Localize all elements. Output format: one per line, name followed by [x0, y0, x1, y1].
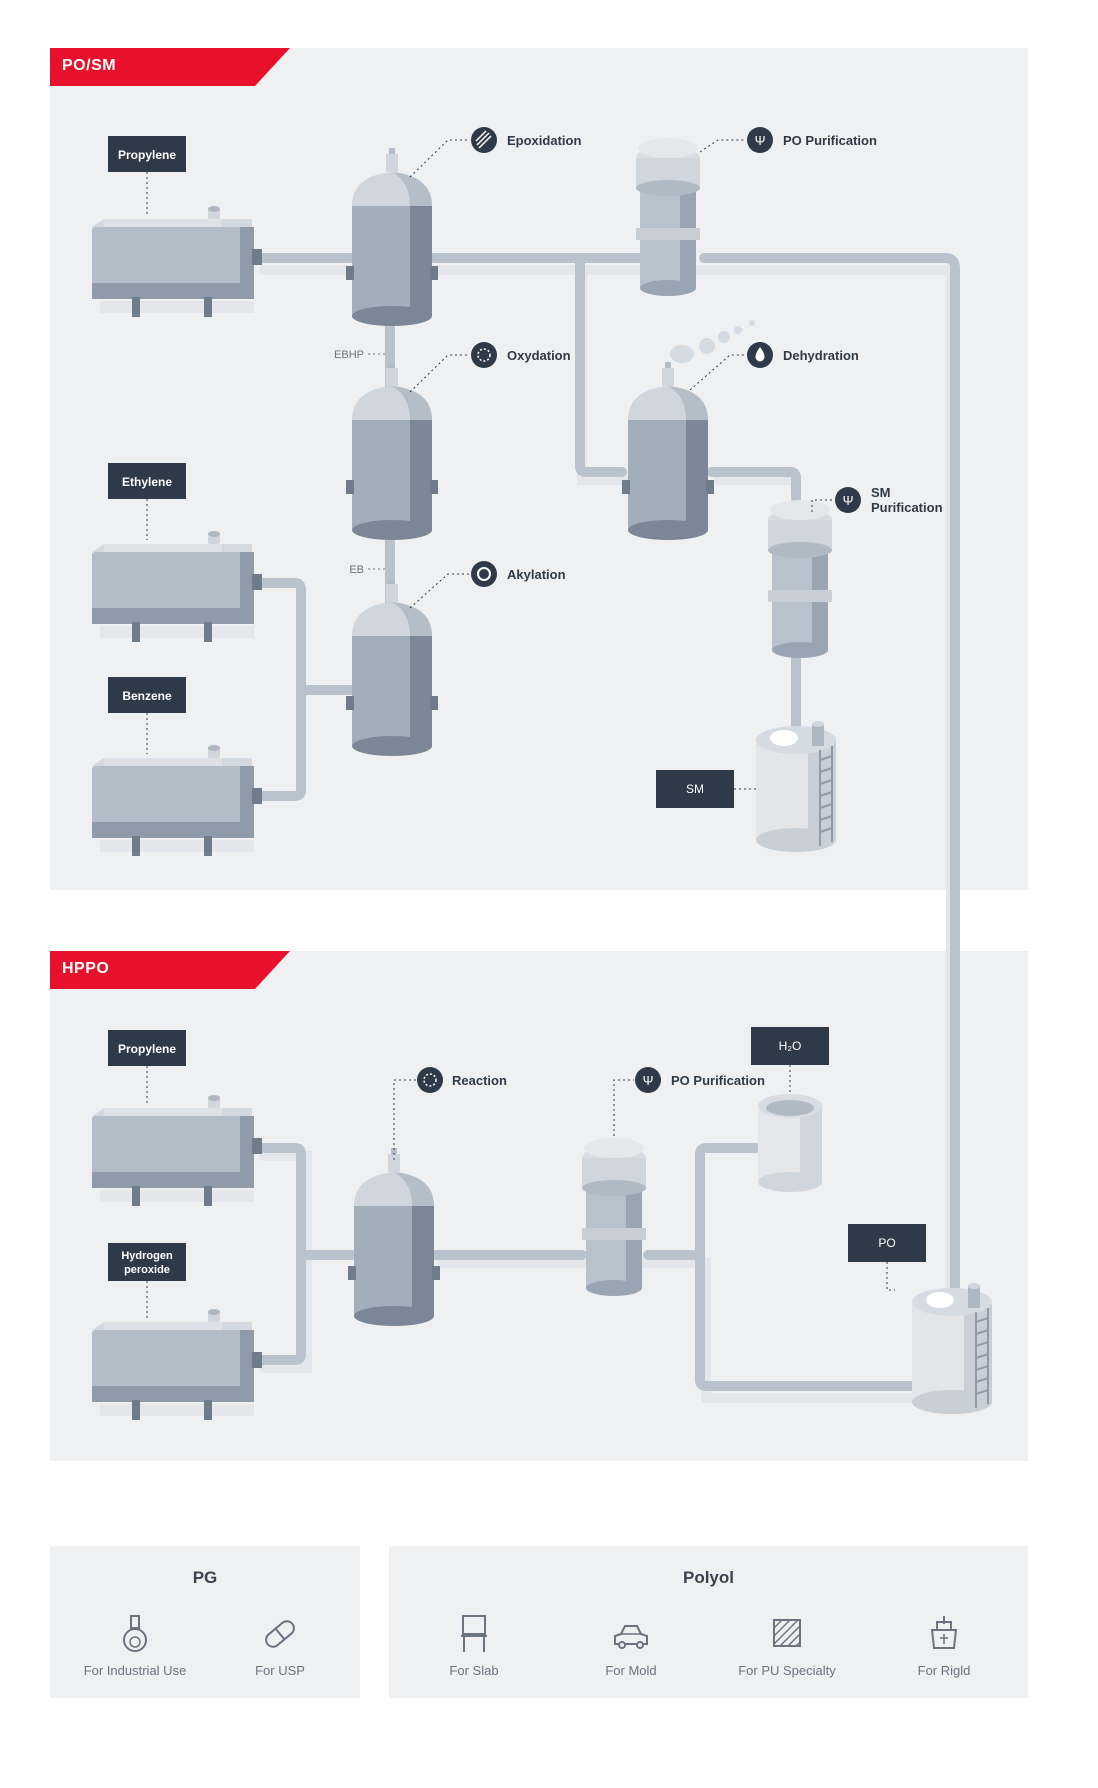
svg-text:Reaction: Reaction: [452, 1073, 507, 1088]
po-storage-tank: [911, 1282, 993, 1415]
posm-ribbon: [50, 48, 290, 86]
hppo-panel: HPPO: [50, 951, 1028, 1461]
hydrogen-peroxide-tank: [92, 1309, 262, 1420]
po-purification-callout-posm: Ψ PO Purification: [699, 127, 877, 153]
product-item: For Industrial Use: [65, 1614, 205, 1680]
propylene-tank-posm: [92, 206, 262, 317]
svg-text:PO: PO: [878, 1236, 895, 1250]
product-item: For USP: [210, 1614, 350, 1680]
svg-text:PO Purification: PO Purification: [671, 1073, 765, 1088]
product-item: For Mold: [561, 1614, 701, 1680]
benzene-tank: [92, 745, 262, 856]
svg-text:EB: EB: [349, 564, 364, 576]
po-purification-callout-hppo: Ψ PO Purification: [613, 1067, 765, 1136]
polyol-panel: Polyol For Slab For Mold For PU Special: [389, 1546, 1028, 1698]
product-label: For Industrial Use: [83, 1663, 187, 1678]
svg-text:Ψ: Ψ: [643, 1073, 654, 1088]
reaction-reactor: [348, 1148, 440, 1326]
epoxidation-callout: Epoxidation: [409, 127, 581, 178]
product-label: For USP: [255, 1663, 305, 1678]
svg-text:Propylene: Propylene: [118, 148, 176, 162]
oxydation-reactor: [346, 362, 438, 540]
svg-text:Ψ: Ψ: [755, 133, 766, 148]
product-label: For Mold: [605, 1663, 657, 1678]
reaction-callout: Reaction: [393, 1067, 507, 1160]
chair-icon: [461, 1615, 487, 1652]
pg-title: PG: [192, 1568, 218, 1587]
h2o-tank: [758, 1094, 822, 1192]
svg-text:peroxide: peroxide: [124, 1264, 170, 1276]
sm-product-label: SM: [656, 770, 756, 808]
flask-icon: [123, 1615, 147, 1652]
sm-purification-callout: Ψ SM Purification: [811, 485, 943, 515]
po-purification-column-hppo: [582, 1138, 646, 1296]
svg-text:Dehydration: Dehydration: [783, 348, 859, 363]
product-label: For Slab: [449, 1663, 499, 1678]
hppo-title: HPPO: [62, 960, 110, 977]
svg-text:Ψ: Ψ: [843, 493, 854, 508]
epoxidation-reactor: [346, 148, 438, 326]
car-icon: [614, 1625, 648, 1649]
svg-text:EBHP: EBHP: [334, 349, 364, 361]
process-diagram: Propylene Ethylene Benzene SM Epoxidatio…: [92, 127, 993, 1420]
ship-icon: [930, 1616, 958, 1649]
svg-text:Hydrogen: Hydrogen: [121, 1250, 173, 1262]
akylation-callout: Akylation: [409, 561, 566, 609]
svg-text:H₂O: H₂O: [779, 1039, 802, 1053]
ethylene-feed-label: Ethylene: [108, 463, 186, 540]
svg-text:Akylation: Akylation: [507, 567, 566, 582]
svg-text:SM: SM: [686, 782, 704, 796]
polyol-title: Polyol: [682, 1568, 734, 1587]
po-product-label: PO: [848, 1224, 926, 1291]
propylene-feed-label-posm: Propylene: [108, 136, 186, 214]
dehydration-callout: Dehydration: [689, 342, 859, 391]
benzene-feed-label: Benzene: [108, 677, 186, 754]
svg-text:SM: SM: [871, 485, 891, 500]
dehydration-reactor: [622, 362, 714, 540]
posm-title: PO/SM: [62, 57, 117, 74]
po-purification-column: [636, 138, 700, 296]
svg-text:Oxydation: Oxydation: [507, 348, 571, 363]
svg-text:Epoxidation: Epoxidation: [507, 133, 581, 148]
product-label: For PU Specialty: [738, 1663, 836, 1678]
h2o-label: H₂O: [751, 1027, 829, 1092]
svg-text:Purification: Purification: [871, 500, 943, 515]
svg-text:Propylene: Propylene: [118, 1042, 176, 1056]
akylation-reactor: [346, 578, 438, 756]
svg-text:Benzene: Benzene: [122, 689, 172, 703]
hppo-pipes: [253, 1143, 926, 1403]
hppo-ribbon: [50, 951, 290, 989]
svg-text:Ethylene: Ethylene: [122, 475, 172, 489]
ethylene-tank: [92, 531, 262, 642]
sm-purification-column: [768, 500, 832, 658]
hatch-icon: [773, 1619, 801, 1647]
product-label: For Rigld: [917, 1663, 971, 1678]
pg-panel: PG For Industrial Use For USP: [50, 1546, 360, 1698]
steam-puffs: [670, 320, 755, 363]
capsule-icon: [265, 1620, 295, 1648]
sm-storage-tank: [755, 720, 837, 853]
hydrogen-peroxide-feed-label: Hydrogen peroxide: [108, 1243, 186, 1318]
propylene-feed-label-hppo: Propylene: [108, 1030, 186, 1104]
ebhp-stream-label: EBHP: [334, 349, 386, 361]
eb-stream-label: EB: [349, 564, 386, 576]
product-item: For PU Specialty: [717, 1614, 857, 1680]
svg-text:PO Purification: PO Purification: [783, 133, 877, 148]
product-item: For Slab: [404, 1614, 544, 1680]
product-item: For Rigld: [874, 1614, 1014, 1680]
propylene-tank-hppo: [92, 1095, 262, 1206]
oxydation-callout: Oxydation: [409, 342, 571, 393]
